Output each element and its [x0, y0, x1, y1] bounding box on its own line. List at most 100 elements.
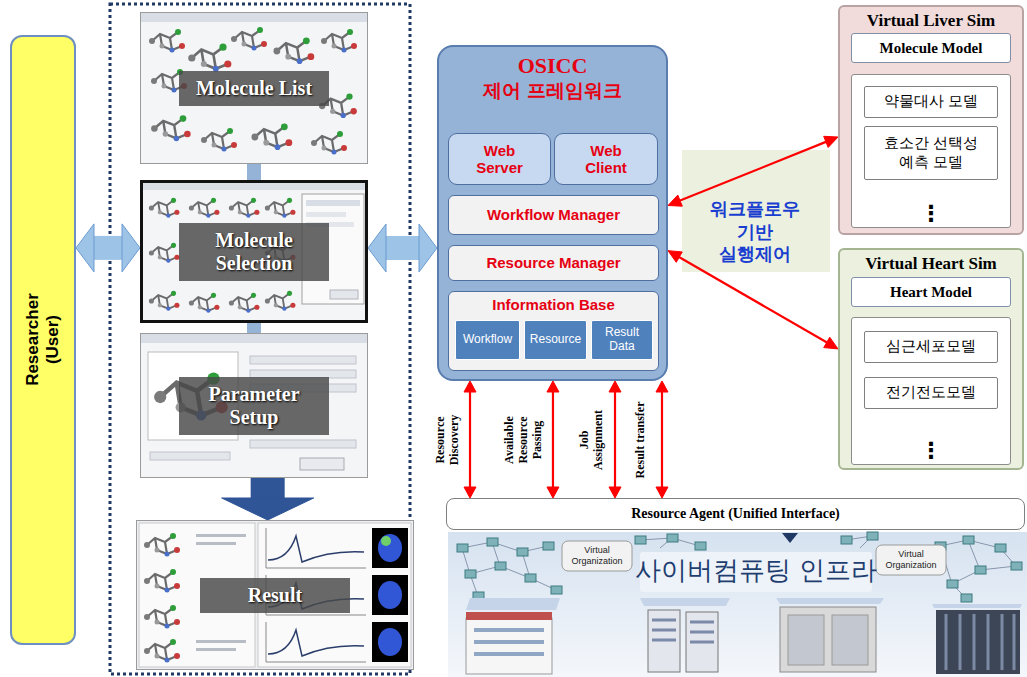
supercomputer-panel	[832, 615, 868, 665]
network-node	[517, 548, 528, 556]
plot-curve	[268, 630, 364, 656]
building-windows	[474, 630, 544, 654]
connector-line	[251, 478, 285, 500]
form-button	[300, 458, 344, 470]
model-box: Heart Model	[851, 277, 1011, 307]
molecule	[265, 291, 296, 311]
network-node	[1011, 562, 1022, 570]
sim-box: Virtual Heart SimHeart Model⋮심근세포모델전기전도모…	[838, 248, 1024, 470]
molecule	[144, 533, 180, 557]
edge-label: Resource Discovery	[433, 400, 461, 480]
network-node	[961, 594, 972, 602]
connector-line	[661, 391, 663, 488]
node-title: Information Base	[492, 296, 615, 314]
network-node	[525, 574, 536, 582]
actor-box: Researcher (User)	[10, 35, 76, 645]
label-patch	[682, 150, 830, 272]
connector-line	[384, 236, 421, 260]
edge-label: Job Assignment	[577, 400, 605, 480]
resource-arrow	[656, 381, 668, 498]
flow-arrow	[222, 478, 314, 520]
screen-panel: Result	[136, 520, 414, 670]
supercomputer	[780, 607, 876, 672]
network-node	[995, 544, 1006, 552]
molecule	[265, 198, 296, 218]
data-box: Workflow	[455, 320, 520, 360]
sim-box: Virtual Liver SimMolecule Model⋮약물대사 모델효…	[838, 5, 1024, 235]
infra-ground	[448, 532, 1027, 677]
manager-box: Workflow Manager	[448, 195, 659, 235]
arrow-head	[76, 224, 94, 272]
arrow-head	[547, 381, 559, 392]
text-line	[196, 640, 246, 643]
title-bar	[141, 334, 367, 343]
data-center	[936, 610, 1020, 674]
heart-render	[372, 622, 408, 662]
dialog-button	[330, 290, 358, 299]
organization-label: Virtual Organization	[880, 549, 942, 571]
shade	[932, 604, 1022, 608]
plot-curve	[268, 536, 364, 562]
node-title: Workflow Manager	[487, 206, 620, 224]
molecule	[311, 131, 347, 155]
pointer-triangle	[782, 533, 798, 543]
screen-fill	[137, 521, 413, 669]
molecule	[188, 44, 231, 72]
network-node	[867, 532, 878, 540]
heart-render	[372, 528, 408, 568]
screen-fill	[141, 334, 367, 477]
control-label: 워크플로우 기반 실행제어	[705, 198, 805, 266]
node-title: Web Server	[469, 142, 531, 177]
arrow-head	[656, 487, 668, 498]
node-title: Resource Agent (Unified Interface)	[631, 506, 840, 523]
double-arrow	[368, 224, 437, 272]
connector-line	[247, 323, 261, 333]
arrow-head	[547, 487, 559, 498]
connector-line	[614, 391, 616, 488]
flow-bar	[254, 323, 255, 333]
node-title: Researcher (User)	[23, 285, 62, 395]
node-title: 심근세포모델	[886, 337, 976, 357]
molecule	[149, 291, 180, 311]
network-node	[635, 536, 646, 544]
node-text: 제어 프레임워크	[483, 79, 623, 103]
submodel-box: 약물대사 모델	[864, 86, 998, 118]
connector-line	[552, 391, 554, 488]
organization-label: Virtual Organization	[566, 545, 628, 567]
flow-bar	[254, 164, 255, 180]
infra-title: 사이버컴퓨팅 인프라	[630, 554, 882, 588]
dialog-row	[306, 200, 360, 206]
network-node	[947, 580, 958, 588]
arrow-head	[419, 224, 437, 272]
submodel-box: 효소간 선택성 예측 모델	[864, 126, 998, 180]
arrow-head	[609, 381, 621, 392]
arrow-head	[464, 381, 476, 392]
node-title: 효소간 선택성 예측 모델	[869, 134, 993, 173]
connector-line	[247, 164, 261, 180]
heart-shape	[378, 534, 402, 562]
molecule	[189, 293, 220, 313]
node-title: Virtual Liver Sim	[867, 11, 995, 31]
node-title: ⋮	[920, 440, 942, 462]
molecule	[229, 293, 260, 313]
molecule	[321, 29, 357, 53]
network-node	[487, 538, 498, 546]
network-node	[667, 534, 678, 542]
node-title: 약물대사 모델	[884, 92, 979, 112]
building	[466, 618, 552, 674]
connector-line	[678, 256, 828, 343]
web-box: Web Client	[554, 133, 658, 185]
molecule	[273, 37, 314, 64]
dotted-panel	[110, 4, 410, 674]
molecule	[144, 605, 180, 629]
shade	[776, 598, 884, 604]
resource-arrow	[547, 381, 559, 498]
arrow-head	[222, 498, 314, 520]
molecule	[144, 569, 180, 593]
node-title: Workflow	[463, 333, 512, 347]
node-title: Molecule Model	[880, 39, 983, 57]
control-arrow	[668, 136, 838, 206]
arrow-head	[824, 337, 838, 349]
arrow-head	[824, 136, 838, 147]
heart-shape	[378, 581, 402, 609]
